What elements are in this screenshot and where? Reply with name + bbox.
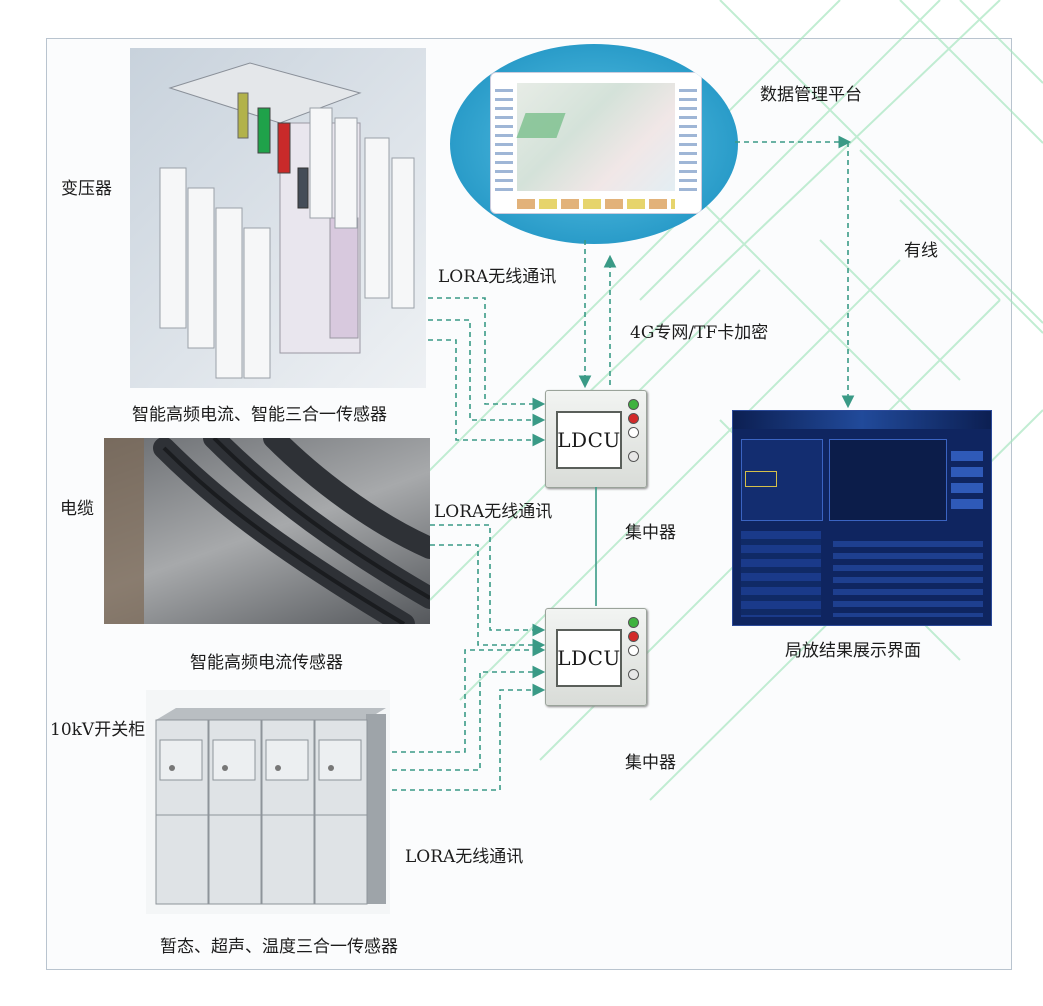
label-4g-network: 4G专网/TF卡加密 [630,323,769,343]
platform-oval [450,44,738,244]
status-led-green [628,399,639,410]
label-concentrator-1: 集中器 [625,523,676,543]
label-sensor-switchgear: 暂态、超声、温度三合一传感器 [160,937,398,957]
status-led-off [628,451,639,462]
status-led-green [628,617,639,628]
switchgear-image [146,690,390,914]
label-display: 局放结果展示界面 [785,641,921,661]
label-lora-bottom: LORA无线通讯 [405,847,524,867]
status-led-off [628,669,639,680]
label-lora-mid: LORA无线通讯 [434,502,553,522]
status-led-white [628,645,639,656]
label-wired: 有线 [904,241,938,261]
label-sensor-cable: 智能高频电流传感器 [190,653,343,673]
status-led-red [628,413,639,424]
label-transformer: 变压器 [61,179,112,199]
ldcu-screen: LDCU [556,629,622,687]
platform-screen [490,72,702,214]
cable-image [104,438,430,624]
dashboard-display [732,410,992,626]
transformer-image [130,48,426,388]
label-cable: 电缆 [60,499,94,519]
label-concentrator-2: 集中器 [625,753,676,773]
ldcu-screen: LDCU [556,411,622,469]
status-led-white [628,427,639,438]
label-lora-top: LORA无线通讯 [438,267,557,287]
label-switchgear: 10kV开关柜 [50,720,146,740]
label-platform: 数据管理平台 [760,85,862,105]
ldcu-concentrator-bottom: LDCU [545,608,647,706]
status-led-red [628,631,639,642]
ldcu-concentrator-top: LDCU [545,390,647,488]
label-sensor-transformer: 智能高频电流、智能三合一传感器 [132,405,387,425]
